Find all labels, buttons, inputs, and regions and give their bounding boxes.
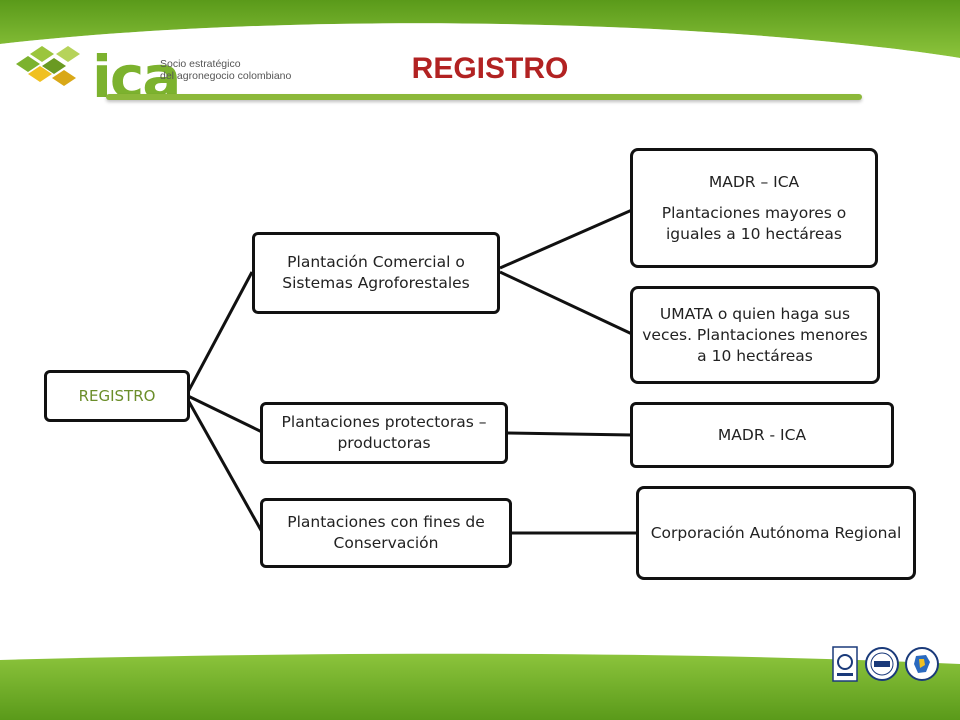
ica-logo-mark-icon <box>16 46 80 86</box>
connector-protective-madr <box>507 431 633 437</box>
header-rule <box>106 94 862 100</box>
connector-root-protective <box>187 394 263 434</box>
connector-commercial-umata <box>499 270 633 336</box>
node-umata: UMATA o quien haga sus veces. Plantacion… <box>630 286 880 384</box>
node-commercial: Plantación Comercial o Sistemas Agrofore… <box>252 232 500 314</box>
bottom-green-band <box>0 653 960 720</box>
node-car: Corporación Autónoma Regional <box>636 486 916 580</box>
connector-root-commercial <box>186 271 254 393</box>
connector-commercial-madr <box>499 208 633 270</box>
logo-tagline: Socio estratégico del agronegocio colomb… <box>160 58 292 82</box>
node-protective: Plantaciones protectoras – productoras <box>260 402 508 464</box>
node-madr-ica: MADR – ICA Plantaciones mayores o iguale… <box>630 148 878 268</box>
iqnet-seal-icon <box>865 647 899 681</box>
certification-seal-icon <box>832 646 858 682</box>
node-conservation: Plantaciones con fines de Conservación <box>260 498 512 568</box>
connector-root-conservation <box>186 399 264 533</box>
node-root: REGISTRO <box>44 370 190 422</box>
top-green-band <box>0 0 960 65</box>
country-seal-icon <box>905 647 939 681</box>
node-madr-ica-2: MADR - ICA <box>630 402 894 468</box>
page-title: REGISTRO <box>411 52 569 85</box>
